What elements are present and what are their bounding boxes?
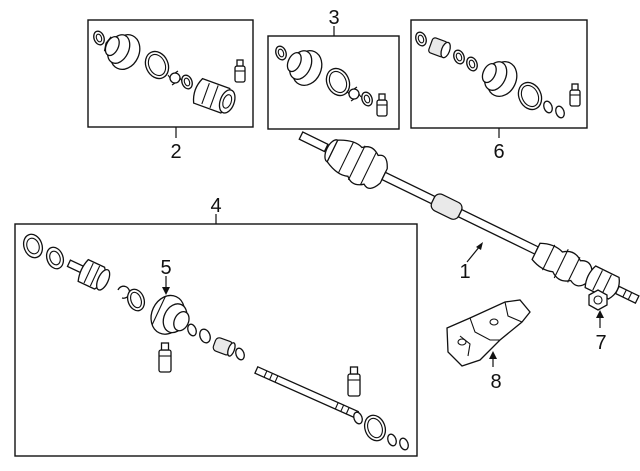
callout-7: 7	[595, 332, 606, 354]
callout-6: 6	[493, 141, 504, 163]
support-bracket	[446, 299, 531, 367]
callout-8: 8	[490, 371, 501, 393]
axle-nut	[588, 289, 608, 311]
kit-box-4	[14, 223, 418, 457]
kit-box-6	[410, 19, 588, 129]
axle-shaft-assembly	[298, 131, 640, 305]
kit-box-3	[267, 35, 400, 130]
outer-boot	[150, 294, 190, 335]
kit-box-2	[87, 19, 254, 128]
callout-1: 1	[459, 261, 470, 283]
callout-3: 3	[328, 7, 339, 29]
leader-1	[466, 245, 481, 263]
callout-5: 5	[160, 257, 171, 279]
callout-2: 2	[170, 141, 181, 163]
callout-4: 4	[210, 195, 221, 217]
